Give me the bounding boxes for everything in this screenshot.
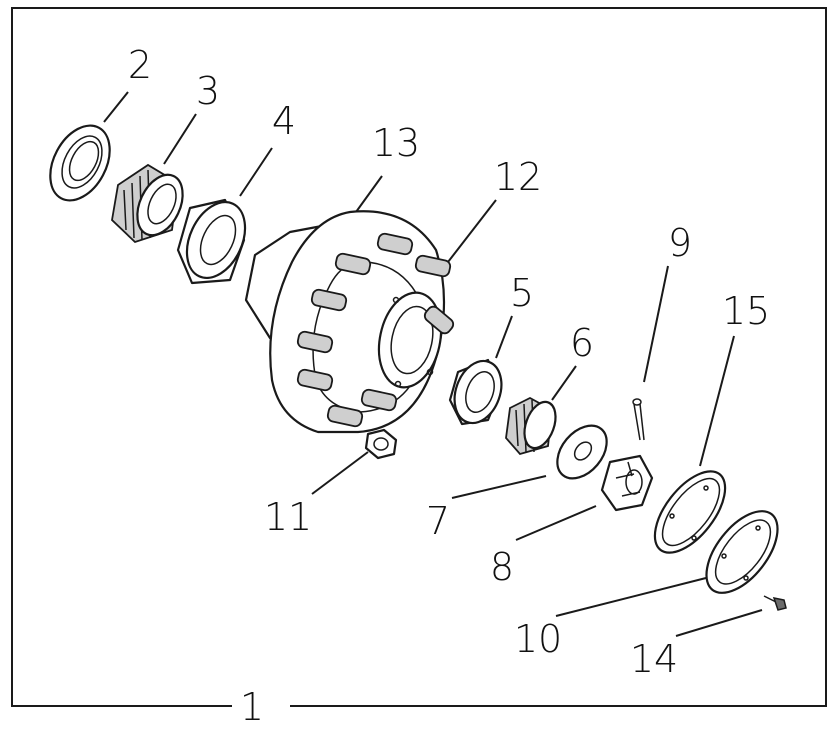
leader-lines xyxy=(103,91,763,637)
leader-line xyxy=(103,91,129,123)
washer xyxy=(556,424,608,480)
wheel-studs xyxy=(296,232,455,428)
label-outer-bearing-cone: 6 xyxy=(570,321,594,365)
leader-line xyxy=(451,475,547,499)
diagram-frame xyxy=(11,7,827,707)
label-outer-bearing-cup: 5 xyxy=(510,271,534,315)
hub-cap xyxy=(705,510,779,594)
leader-line xyxy=(355,175,383,213)
label-hub: 13 xyxy=(372,121,420,165)
label-wheel-stud: 12 xyxy=(494,155,542,199)
leader-line xyxy=(551,365,577,401)
leader-line xyxy=(699,335,735,467)
outer-bearing-cup xyxy=(448,358,503,426)
label-castle-nut: 8 xyxy=(490,545,514,589)
leader-line xyxy=(643,265,669,383)
leader-line xyxy=(239,147,273,197)
gasket xyxy=(653,470,727,554)
leader-line xyxy=(495,315,513,359)
outer-bearing-cone xyxy=(505,396,557,456)
label-oil-seal: 2 xyxy=(128,43,152,87)
leader-line xyxy=(447,199,497,263)
wheel-stud xyxy=(376,232,414,256)
inner-bearing-cone xyxy=(111,163,184,244)
label-inner-bearing-cup: 4 xyxy=(272,99,296,143)
leader-line xyxy=(311,451,369,495)
label-assembly: 1 xyxy=(240,685,264,729)
oil-seal xyxy=(49,124,111,202)
leader-line xyxy=(515,505,597,541)
wheel-stud xyxy=(296,368,334,392)
label-inner-bearing-cone: 3 xyxy=(196,69,220,113)
wheel-stud xyxy=(326,404,364,428)
label-gasket: 15 xyxy=(722,289,770,333)
label-hub-cap: 10 xyxy=(514,617,562,661)
cotter-pin xyxy=(632,398,645,441)
leader-line xyxy=(675,609,763,637)
wheel-stud xyxy=(296,330,334,354)
label-wheel-nut: 11 xyxy=(264,495,312,539)
label-washer: 7 xyxy=(426,499,450,543)
wheel-stud xyxy=(334,252,372,276)
wheel-stud xyxy=(414,254,452,278)
wheel-nut xyxy=(364,428,398,460)
wheel-stud xyxy=(360,388,398,412)
leader-line xyxy=(555,577,707,617)
wheel-stud xyxy=(310,288,348,312)
cap-bolt xyxy=(763,595,787,611)
hub xyxy=(244,210,446,434)
leader-line xyxy=(163,113,197,165)
inner-bearing-cup xyxy=(176,198,247,285)
label-cotter-pin: 9 xyxy=(668,221,692,265)
label-cap-bolt: 14 xyxy=(630,637,678,681)
wheel-stud xyxy=(423,305,455,335)
callout-labels: 1 2 3 4 13 12 5 6 9 15 11 7 8 10 14 xyxy=(128,43,770,729)
castle-nut xyxy=(600,454,654,512)
